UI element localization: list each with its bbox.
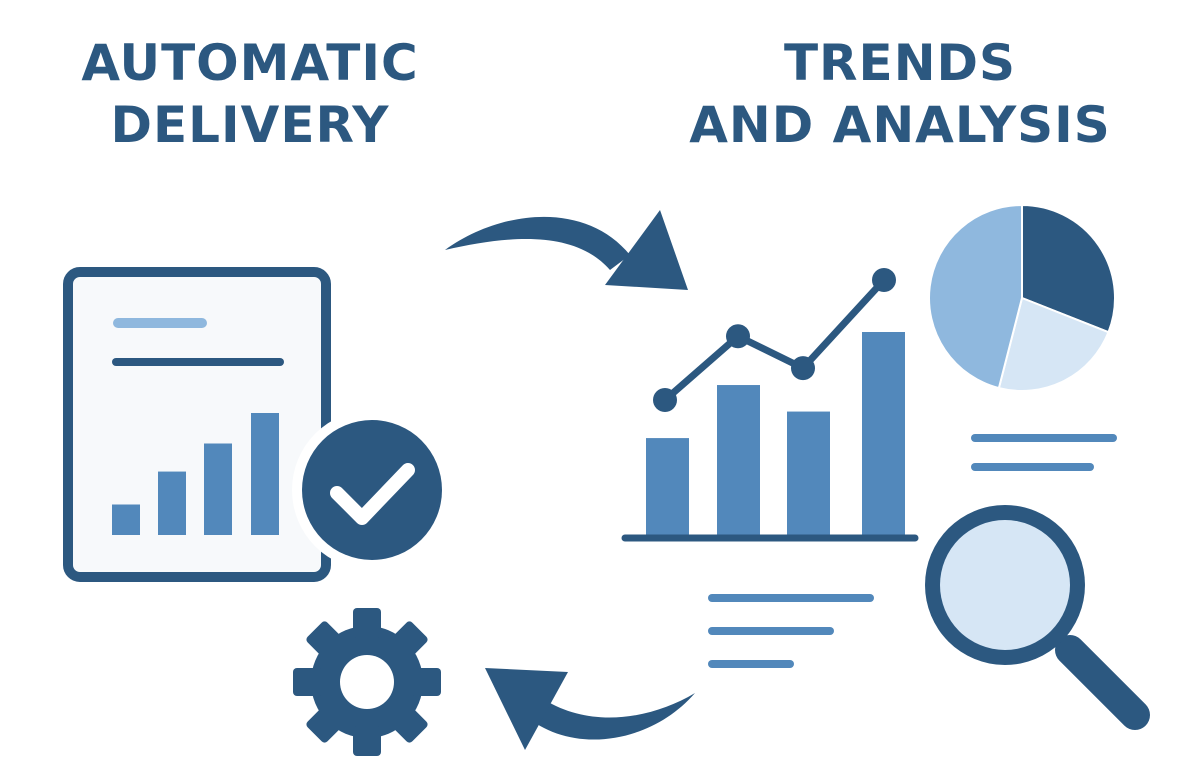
gear-tooth-6 [306, 704, 345, 743]
check-mark [330, 463, 415, 525]
magnifier-lens [940, 520, 1070, 650]
gear-tooth-8 [306, 621, 345, 660]
summary-text-lines [708, 594, 874, 668]
report-bar-chart [112, 413, 279, 535]
trend-marker-4 [872, 268, 896, 292]
magnifier-icon [925, 505, 1150, 730]
report-bar-4 [251, 413, 279, 535]
heading-left-line-2: DELIVERY [110, 96, 390, 154]
pie-chart-icon [928, 203, 1116, 392]
pie-slice-3 [928, 203, 1023, 390]
gear-tooth-1 [353, 608, 381, 638]
pie-slice-1 [1021, 203, 1116, 334]
gear-tooth-3 [411, 668, 441, 696]
gear-tooth-2 [389, 621, 428, 660]
report-bar-1 [112, 504, 140, 535]
report-bar-2 [158, 471, 186, 535]
trend-bar-1 [646, 438, 689, 536]
magnifier-handle [1055, 635, 1150, 730]
pie-slice-2 [997, 296, 1110, 392]
trend-bar-4 [862, 332, 905, 536]
trend-marker-3 [791, 356, 815, 381]
heading-trends-and-analysis: TRENDS AND ANALYSIS [650, 32, 1150, 156]
analysis-text-lines [971, 434, 1117, 471]
trend-line [662, 277, 887, 403]
trend-marker-2 [726, 324, 750, 349]
gear-tooth-5 [353, 726, 381, 756]
bar-line-chart-icon [621, 268, 919, 542]
gear-tooth-4 [389, 704, 428, 743]
report-document-icon [63, 267, 331, 582]
gear-tooth-7 [293, 668, 323, 696]
curved-arrow-right-icon [445, 210, 688, 290]
curved-arrow-left-icon [485, 668, 695, 750]
heading-left-line-1: AUTOMATIC [81, 34, 419, 92]
checkmark-badge-icon [292, 410, 452, 570]
gear-icon [293, 608, 441, 756]
trend-markers [653, 268, 896, 412]
heading-automatic-delivery: AUTOMATIC DELIVERY [40, 32, 460, 156]
gear-hole [340, 655, 394, 709]
heading-right-line-2: AND ANALYSIS [689, 96, 1111, 154]
heading-right-line-1: TRENDS [783, 34, 1017, 92]
trend-bar-2 [717, 385, 760, 536]
report-page [63, 267, 331, 582]
trend-bars [646, 332, 905, 536]
check-badge-circle [302, 420, 442, 560]
trend-marker-1 [653, 388, 677, 412]
report-bar-3 [204, 443, 232, 535]
trend-bar-3 [787, 411, 830, 536]
